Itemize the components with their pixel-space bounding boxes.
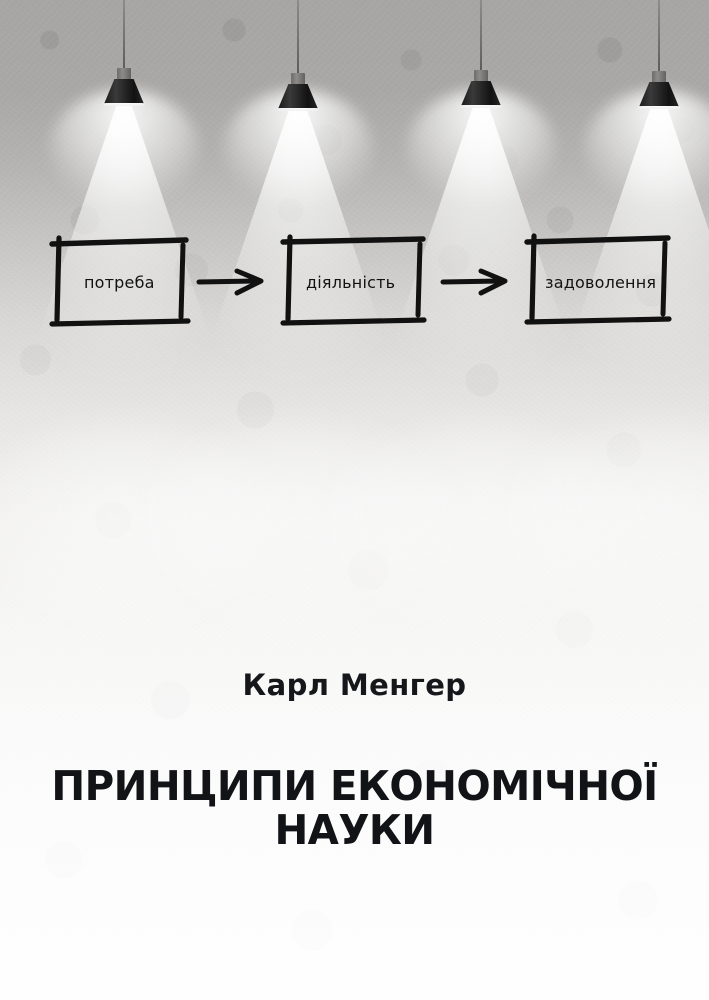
diagram-label-need: потреба [84, 273, 155, 292]
lamp-rim-icon [638, 106, 680, 109]
lamp-rim-icon [460, 105, 502, 108]
lamp-cord-icon [297, 0, 299, 75]
lamp-rim-icon [103, 103, 145, 106]
lamp-cord-icon [658, 0, 660, 73]
lamp-canopy-icon [474, 70, 488, 83]
diagram-label-activity: діяльність [306, 273, 396, 292]
book-title: ПРИНЦИПИ ЕКОНОМІЧНОЇ НАУКИ [51, 762, 658, 855]
author-name: Карл Менгер [242, 668, 467, 702]
flow-diagram-svg [49, 233, 672, 327]
diagram-box-need [49, 235, 191, 327]
diagram-arrow-2 [440, 268, 508, 296]
diagram-box-activity [280, 234, 427, 326]
flow-diagram: потреба діяльність задоволення [0, 225, 709, 335]
diagram-label-satisfaction: задоволення [545, 273, 657, 292]
diagram-box-satisfaction [524, 233, 672, 325]
lamp-cord-icon [123, 0, 125, 70]
lamp-rim-icon [277, 108, 319, 111]
lamp-canopy-icon [652, 71, 666, 84]
diagram-arrow-1 [196, 268, 264, 296]
lamp-cord-icon [480, 0, 482, 72]
lamp-canopy-icon [291, 73, 305, 86]
lamp-canopy-icon [117, 68, 131, 81]
